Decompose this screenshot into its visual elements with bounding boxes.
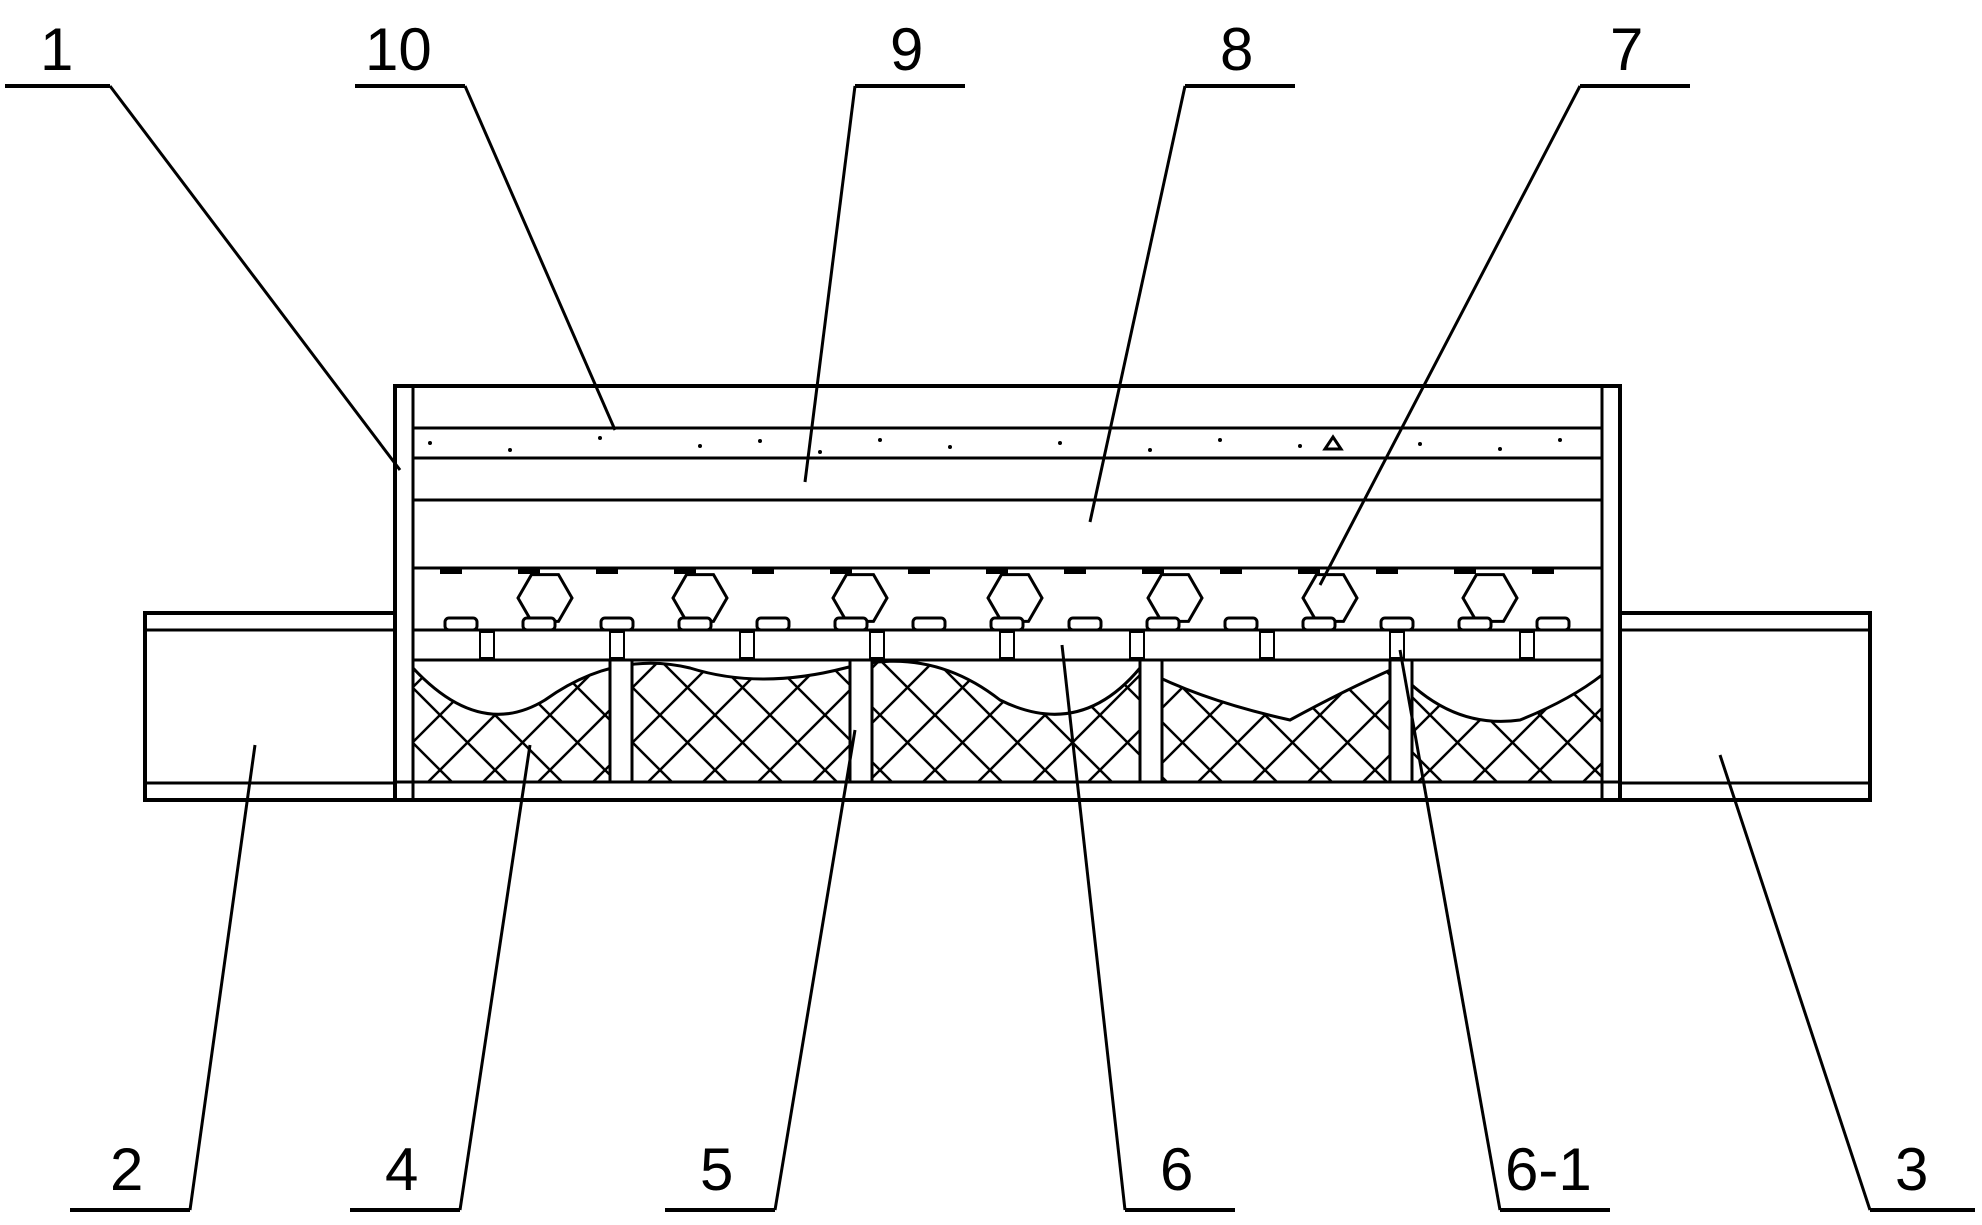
plate-hole bbox=[479, 631, 495, 659]
top-tab bbox=[674, 568, 696, 574]
layer-5-support-posts bbox=[608, 658, 1414, 784]
bottom-tab bbox=[911, 616, 947, 632]
layer-4-crosshatch-media bbox=[411, 658, 1603, 782]
top-tab bbox=[752, 568, 774, 574]
support-post bbox=[1388, 658, 1414, 784]
top-tab bbox=[908, 568, 930, 574]
layer-8-hatched bbox=[411, 498, 1604, 570]
label-2: 2 bbox=[110, 1136, 143, 1203]
bottom-tab bbox=[1535, 616, 1571, 632]
bottom-tab bbox=[989, 616, 1025, 632]
top-tab bbox=[1454, 568, 1476, 574]
plate-hole bbox=[739, 631, 755, 659]
top-tab bbox=[1376, 568, 1398, 574]
label-3: 3 bbox=[1895, 1136, 1928, 1203]
top-tab bbox=[518, 568, 540, 574]
bottom-tab bbox=[1379, 616, 1415, 632]
plate-hole bbox=[1129, 631, 1145, 659]
label-6: 6 bbox=[1160, 1136, 1193, 1203]
support-post bbox=[1138, 658, 1164, 784]
top-tab bbox=[1064, 568, 1086, 574]
label-10: 10 bbox=[365, 16, 432, 83]
bottom-tab bbox=[443, 616, 479, 632]
top-tab bbox=[1220, 568, 1242, 574]
hexagon-media bbox=[1461, 573, 1519, 623]
plate-hole bbox=[1519, 631, 1535, 659]
plate-hole bbox=[609, 631, 625, 659]
right-outlet-pipe bbox=[1618, 611, 1872, 802]
bottom-tab bbox=[1067, 616, 1103, 632]
support-post bbox=[848, 658, 874, 784]
hexagon-media bbox=[671, 573, 729, 623]
left-inlet-pipe bbox=[143, 611, 397, 802]
bottom-tab bbox=[755, 616, 791, 632]
label-5: 5 bbox=[700, 1136, 733, 1203]
bottom-tab bbox=[1457, 616, 1493, 632]
label-8: 8 bbox=[1220, 16, 1253, 83]
top-tab bbox=[596, 568, 618, 574]
hexagon-media bbox=[516, 573, 574, 623]
top-tab bbox=[440, 568, 462, 574]
bottom-tab bbox=[521, 616, 557, 632]
bottom-tab bbox=[677, 616, 713, 632]
top-tab bbox=[1142, 568, 1164, 574]
top-tab bbox=[986, 568, 1008, 574]
top-tab bbox=[1532, 568, 1554, 574]
top-tab bbox=[830, 568, 852, 574]
bottom-tab bbox=[599, 616, 635, 632]
label-9: 9 bbox=[890, 16, 923, 83]
hexagon-media bbox=[1146, 573, 1204, 623]
hexagon-media bbox=[1301, 573, 1359, 623]
bottom-tab bbox=[1223, 616, 1259, 632]
label-6-1: 6-1 bbox=[1505, 1136, 1592, 1203]
label-4: 4 bbox=[385, 1136, 418, 1203]
leader-lines bbox=[5, 84, 1975, 1212]
plate-hole bbox=[1259, 631, 1275, 659]
hexagon-media bbox=[986, 573, 1044, 623]
hexagon-media bbox=[831, 573, 889, 623]
bottom-tab bbox=[1145, 616, 1181, 632]
label-1: 1 bbox=[40, 16, 73, 83]
layer-6-support-plate bbox=[411, 628, 1604, 662]
layer-10-top-fill bbox=[413, 426, 1602, 460]
support-post bbox=[608, 658, 634, 784]
plate-hole bbox=[869, 631, 885, 659]
plate-hole bbox=[999, 631, 1015, 659]
bottom-tab bbox=[833, 616, 869, 632]
label-7: 7 bbox=[1610, 16, 1643, 83]
top-tab bbox=[1298, 568, 1320, 574]
layer-7-hexagon-media bbox=[413, 568, 1602, 632]
bottom-tab bbox=[1301, 616, 1337, 632]
